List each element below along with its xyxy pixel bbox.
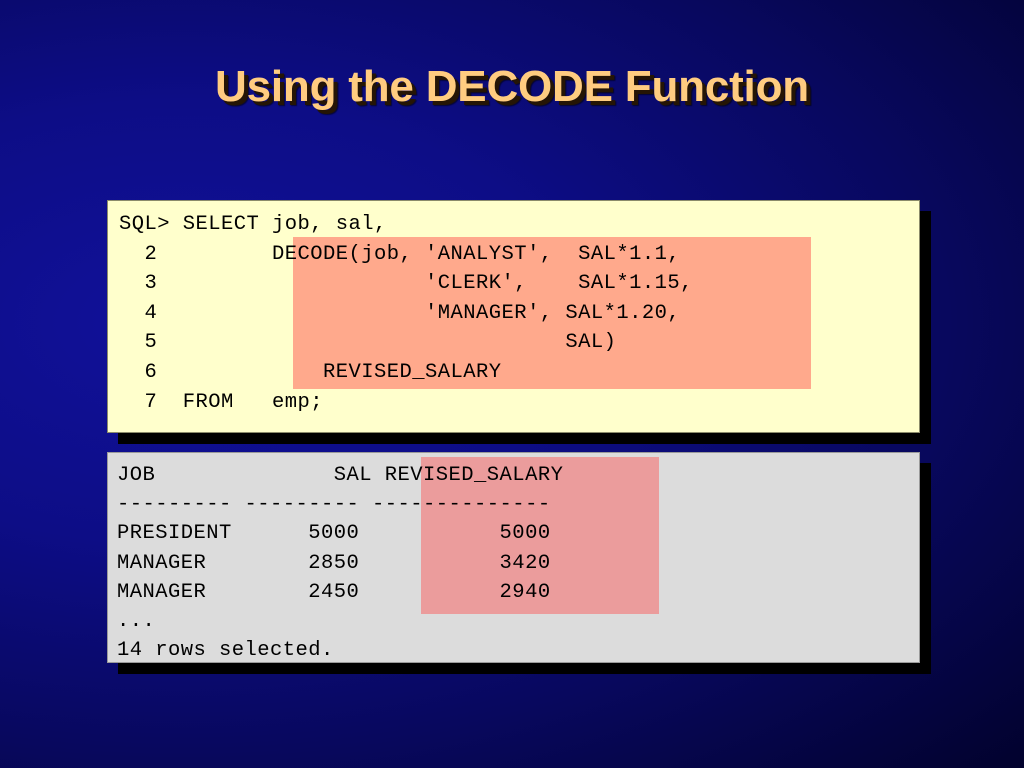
page-title: Using the DECODE Function xyxy=(215,62,809,111)
revised-salary-highlight-box xyxy=(421,457,659,614)
decode-highlight-box xyxy=(293,237,811,389)
output-panel-inner: JOB SAL REVISED_SALARY --------- -------… xyxy=(108,453,919,662)
query-result-text: JOB SAL REVISED_SALARY --------- -------… xyxy=(117,464,564,662)
sql-code-text: SQL> SELECT job, sal, 2 DECODE(job, 'ANA… xyxy=(119,213,693,414)
sql-statement-panel: SQL> SELECT job, sal, 2 DECODE(job, 'ANA… xyxy=(107,200,920,433)
sql-panel-inner: SQL> SELECT job, sal, 2 DECODE(job, 'ANA… xyxy=(108,201,919,432)
query-result-panel: JOB SAL REVISED_SALARY --------- -------… xyxy=(107,452,920,663)
